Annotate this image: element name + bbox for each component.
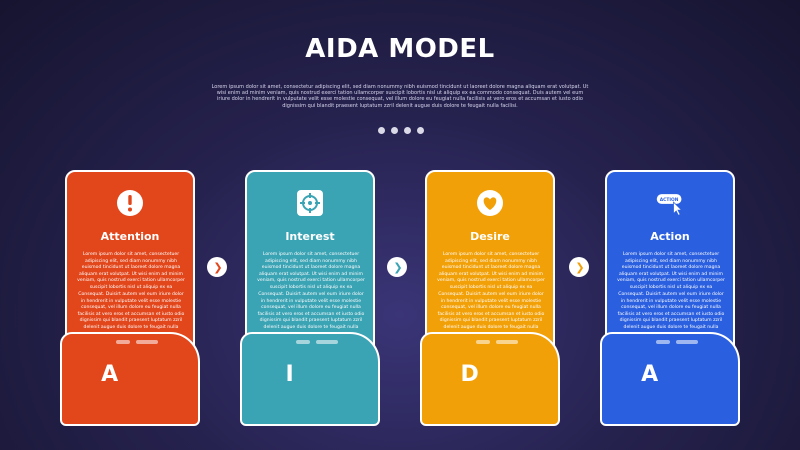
- stage-text-primary: Lorem ipsum dolor sit amet, consectetuer…: [257, 252, 365, 290]
- heart-icon: [475, 188, 505, 218]
- stage-letter: D: [460, 362, 479, 387]
- stage-letter: I: [285, 362, 294, 387]
- stage-text-primary: Lorem ipsum dolor sit amet, consectetuer…: [617, 252, 725, 290]
- tab-handle: [656, 340, 698, 344]
- stage-letter-tab: D: [420, 332, 560, 426]
- chevron-right-icon: ❯: [207, 257, 227, 277]
- dot: [391, 127, 398, 134]
- action-icon-text: ACTION: [660, 197, 679, 203]
- tab-handle: [476, 340, 518, 344]
- stage-text-primary: Lorem ipsum dolor sit amet, consectetuer…: [77, 252, 185, 290]
- pagination-dots: [378, 127, 424, 135]
- stage-label: Attention: [100, 230, 160, 243]
- stage-text-secondary: Consequat. Duisirt autem vel eum iriure …: [437, 292, 545, 330]
- stage-letter: A: [101, 362, 119, 387]
- dot: [417, 127, 424, 134]
- stage-label: Interest: [285, 230, 335, 243]
- action-cursor-icon: ACTION: [655, 188, 685, 218]
- stage-letter-tab: A: [600, 332, 740, 426]
- stage-letter-tab: A: [60, 332, 200, 426]
- stage-label: Desire: [470, 230, 510, 243]
- tab-handle: [116, 340, 158, 344]
- exclamation-icon: [115, 188, 145, 218]
- stage-text-secondary: Consequat. Duisirt autem vel eum iriure …: [77, 292, 185, 330]
- stage-text-secondary: Consequat. Duisirt autem vel eum iriure …: [257, 292, 365, 330]
- stage-letter: A: [641, 362, 659, 387]
- chevron-right-icon: ❯: [387, 257, 407, 277]
- intro-text: Lorem ipsum dolor sit amet, consectetur …: [211, 84, 589, 109]
- diagram-title: AIDA MODEL: [305, 34, 495, 64]
- stage-letter-tab: I: [240, 332, 380, 426]
- chevron-right-icon: ❯: [569, 257, 589, 277]
- target-icon: [295, 188, 325, 218]
- stage-text-primary: Lorem ipsum dolor sit amet, consectetuer…: [437, 252, 545, 290]
- tab-handle: [296, 340, 338, 344]
- stage-label: Action: [650, 230, 690, 243]
- stage-text-secondary: Consequat. Duisirt autem vel eum iriure …: [617, 292, 725, 330]
- dot: [378, 127, 385, 134]
- dot: [404, 127, 411, 134]
